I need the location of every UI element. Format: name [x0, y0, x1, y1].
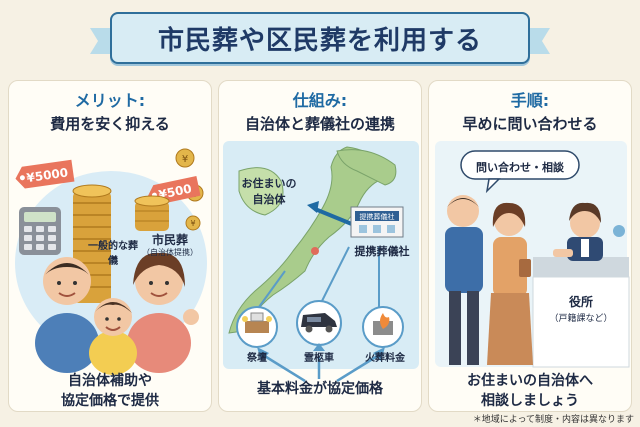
- label-partner-funeral-home: 提携葬儀社: [354, 245, 410, 258]
- svg-text:¥: ¥: [190, 219, 195, 228]
- system-illustration: 提携葬儀社: [223, 141, 419, 383]
- procedure-illustration: [435, 141, 630, 368]
- ribbon-left: [90, 28, 110, 54]
- label-general-funeral: 一般的な葬儀: [88, 241, 138, 267]
- title-banner: 市民葬や区民葬を利用する: [90, 12, 550, 64]
- procedure-subheading: 早めに問い合わせる: [462, 115, 598, 133]
- mother-face: [135, 257, 183, 305]
- clerk-staff-illustration: [553, 202, 603, 261]
- father-body: [35, 313, 99, 373]
- ribbon-right: [530, 28, 550, 54]
- price-tag-left-icon: ¥5000: [15, 159, 75, 189]
- system-footer: 基本料金が協定価格: [257, 381, 383, 397]
- man-visitor-illustration: [445, 195, 483, 365]
- merit-heading: メリット:: [74, 91, 146, 110]
- panel-system: 仕組み: 自治体と葬儀社の連携 提携葬儀社: [218, 80, 422, 412]
- label-altar: 祭壇: [247, 353, 267, 364]
- merit-footer-line1: 自治体補助や: [68, 373, 152, 389]
- price-tag-right-text: ¥500: [157, 181, 193, 202]
- label-office: 役所: [568, 295, 593, 309]
- location-pin-icon: [311, 247, 319, 255]
- page-title: 市民葬や区民葬を利用する: [157, 25, 482, 56]
- price-tag-left-text: ¥5000: [26, 165, 69, 185]
- merit-footer: 自治体補助や 協定価格で提供: [9, 371, 211, 411]
- panel-merit-header: メリット: 費用を安く抑える: [9, 87, 211, 134]
- building-sign-text: 提携葬儀社: [360, 212, 395, 221]
- speech-bubble-icon: [460, 150, 580, 194]
- label-hearse: 霊柩車: [304, 353, 334, 364]
- panel-procedure: 手順: 早めに問い合わせる: [428, 80, 632, 412]
- procedure-footer-line2: 相談しましょう: [481, 393, 579, 409]
- child-face: [94, 298, 132, 336]
- calculator-icon: [19, 207, 61, 255]
- counter-front: [532, 276, 630, 368]
- altar-icon: [236, 306, 278, 348]
- panel-procedure-header: 手順: 早めに問い合わせる: [429, 87, 631, 134]
- procedure-heading: 手順:: [510, 91, 550, 110]
- system-heading: 仕組み:: [292, 91, 348, 110]
- counter-top: [533, 257, 629, 277]
- system-subheading: 自治体と葬儀社の連携: [244, 115, 395, 133]
- panel-merit: メリット: 費用を安く抑える ¥5000 ¥ ¥: [8, 80, 212, 412]
- merit-footer-line2: 協定価格で提供: [61, 393, 159, 409]
- procedure-footer-line1: お住まいの自治体へ: [467, 373, 593, 389]
- merit-subheading: 費用を安く抑える: [50, 115, 170, 133]
- label-city-funeral: 市民葬: [151, 233, 188, 247]
- procedure-footer: お住まいの自治体へ 相談しましょう: [429, 371, 631, 411]
- father-face: [43, 257, 91, 305]
- funeral-home-building-icon: 提携葬儀社: [350, 206, 404, 238]
- label-home-city: お住まいの 自治体: [241, 177, 297, 206]
- family-illustration: [35, 252, 199, 375]
- speech-bubble-text: 問い合わせ・相談: [476, 161, 564, 174]
- child-body: [89, 331, 137, 375]
- panel-system-header: 仕組み: 自治体と葬儀社の連携: [219, 87, 421, 134]
- merit-illustration: ¥5000 ¥ ¥ ¥ ¥500: [15, 148, 207, 375]
- cremation-fire-icon: [362, 306, 404, 348]
- mother-body: [127, 313, 191, 373]
- label-office-sub: （戸籍課など）: [549, 314, 613, 324]
- woman-visitor-illustration: [487, 202, 533, 365]
- svg-text:¥: ¥: [182, 154, 188, 165]
- label-city-funeral-sub: （自治体提携）: [142, 248, 198, 257]
- label-cremation: 火葬料金: [365, 353, 405, 364]
- coin-stack-small-icon: [134, 195, 170, 231]
- hearse-icon: [296, 300, 342, 346]
- footnote: ＊地域によって制度・内容は異なります: [472, 415, 634, 425]
